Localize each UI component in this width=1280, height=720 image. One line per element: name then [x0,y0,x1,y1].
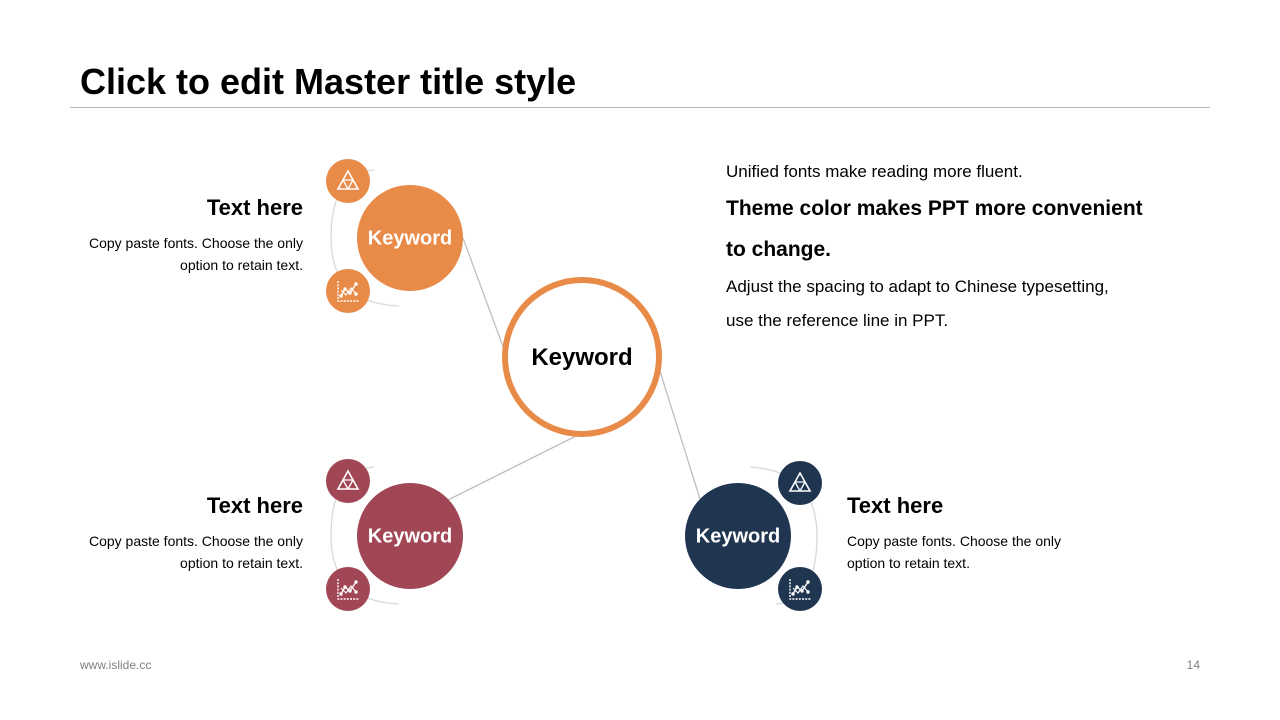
footer-website: www.islide.cc [80,658,152,672]
connector-line [658,367,701,500]
paragraph-line: use the reference line in PPT. [726,311,949,330]
section-description: Copy paste fonts. Choose the only option… [847,533,1062,571]
paragraph-line: Unified fonts make reading more fluent. [726,162,1023,181]
triangle-icon [326,459,370,503]
center-keyword-label: Keyword [531,344,633,371]
title-divider [70,107,1210,108]
paragraph-line-bold: to change. [726,238,832,261]
keyword-circle-red [357,483,463,589]
paragraph-line-bold: Theme color makes PPT more convenient [726,197,1143,220]
section-heading: Text here [206,493,303,518]
keyword-circle-navy [685,483,791,589]
keyword-label: Keyword [695,525,781,548]
page-number: 14 [1186,658,1200,672]
keyword-circle-orange [357,185,463,291]
keyword-label: Keyword [367,525,453,548]
section-description: Copy paste fonts. Choose the only option… [88,235,303,273]
triangle-icon [778,461,822,505]
section-heading: Text here [206,195,303,220]
connector-line [462,237,506,353]
section-description: Copy paste fonts. Choose the only option… [88,533,303,571]
slide-title: Click to edit Master title style [80,61,577,102]
section-heading: Text here [847,493,944,518]
connector-line [447,434,579,501]
center-keyword-ring [502,277,662,437]
paragraph-line: Adjust the spacing to adapt to Chinese t… [726,277,1109,296]
keyword-label: Keyword [367,227,453,250]
triangle-icon [326,159,370,203]
